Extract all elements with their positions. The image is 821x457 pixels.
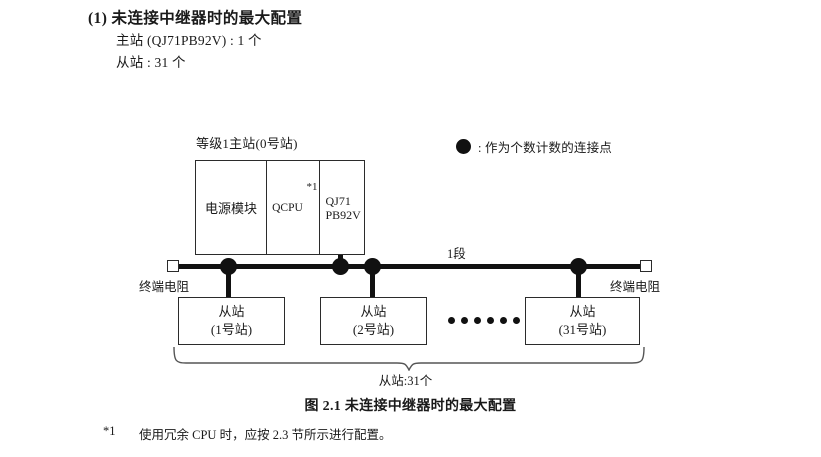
cpu-module-cell: QCPU *1 xyxy=(267,161,321,254)
master-rack-box: 电源模块 QCPU *1 QJ71 PB92V xyxy=(195,160,365,255)
ellipsis-dot xyxy=(487,317,494,324)
network-module-label-line2: PB92V xyxy=(325,207,361,222)
legend: : 作为个数计数的连接点 xyxy=(456,137,612,156)
footnote-text: 使用冗余 CPU 时，应按 2.3 节所示进行配置。 xyxy=(139,428,392,442)
ellipsis-dots xyxy=(448,317,520,324)
slave-station-box: 从站 (2号站) xyxy=(320,297,427,345)
terminal-resistor-left-label: 终端电阻 xyxy=(139,280,190,294)
slave-group-brace xyxy=(173,346,645,371)
power-module-label: 电源模块 xyxy=(205,201,258,216)
slave-drop-line xyxy=(576,266,581,298)
heading-section: (1) 未连接中继器时的最大配置 主站 (QJ71PB92V) : 1 个 从站… xyxy=(88,8,688,74)
slave-station-box: 从站 (1号站) xyxy=(178,297,285,345)
ellipsis-dot xyxy=(448,317,455,324)
network-module-label: QJ71 PB92V xyxy=(325,194,360,222)
slave-drop-line xyxy=(226,266,231,298)
slave-group-caption: 从站:31个 xyxy=(0,370,821,389)
bus-segment-label: 1段 xyxy=(447,247,466,261)
ellipsis-dot xyxy=(500,317,507,324)
slave-group-caption-text: 从站:31个 xyxy=(378,374,433,388)
slave-station-number: (2号站) xyxy=(352,322,395,337)
power-module-cell: 电源模块 xyxy=(196,161,268,254)
filled-circle-icon xyxy=(456,139,471,154)
ellipsis-dot xyxy=(513,317,520,324)
connection-node-dot xyxy=(332,258,349,275)
legend-text: : 作为个数计数的连接点 xyxy=(478,141,612,155)
slave-station-title: 从站 xyxy=(360,304,387,319)
network-module-label-line1: QJ71 xyxy=(325,193,351,208)
footnote: *1 使用冗余 CPU 时，应按 2.3 节所示进行配置。 xyxy=(103,424,391,443)
spec-line-slave: 从站 : 31 个 xyxy=(116,55,186,70)
figure-caption: 图 2.1 未连接中继器时的最大配置 xyxy=(304,399,517,414)
cpu-module-label: QCPU xyxy=(272,201,303,214)
slave-station-title: 从站 xyxy=(218,304,245,319)
bus-trunk-line xyxy=(178,264,640,269)
network-module-cell: QJ71 PB92V xyxy=(320,161,364,254)
page-title: (1) 未连接中继器时的最大配置 xyxy=(88,10,303,27)
terminal-resistor-left-symbol xyxy=(167,260,179,272)
ellipsis-dot xyxy=(461,317,468,324)
ellipsis-dot xyxy=(474,317,481,324)
footnote-tag: *1 xyxy=(103,424,116,438)
master-station-label: 等级1主站(0号站) xyxy=(196,136,298,151)
slave-station-title: 从站 xyxy=(569,304,596,319)
slave-station-number: (31号站) xyxy=(558,322,607,337)
slave-drop-line xyxy=(370,266,375,298)
spec-line-master: 主站 (QJ71PB92V) : 1 个 xyxy=(116,33,262,48)
terminal-resistor-right-symbol xyxy=(640,260,652,272)
footnote-marker: *1 xyxy=(306,181,318,193)
slave-station-box: 从站 (31号站) xyxy=(525,297,640,345)
slave-station-number: (1号站) xyxy=(210,322,253,337)
terminal-resistor-right-label: 终端电阻 xyxy=(610,280,661,294)
